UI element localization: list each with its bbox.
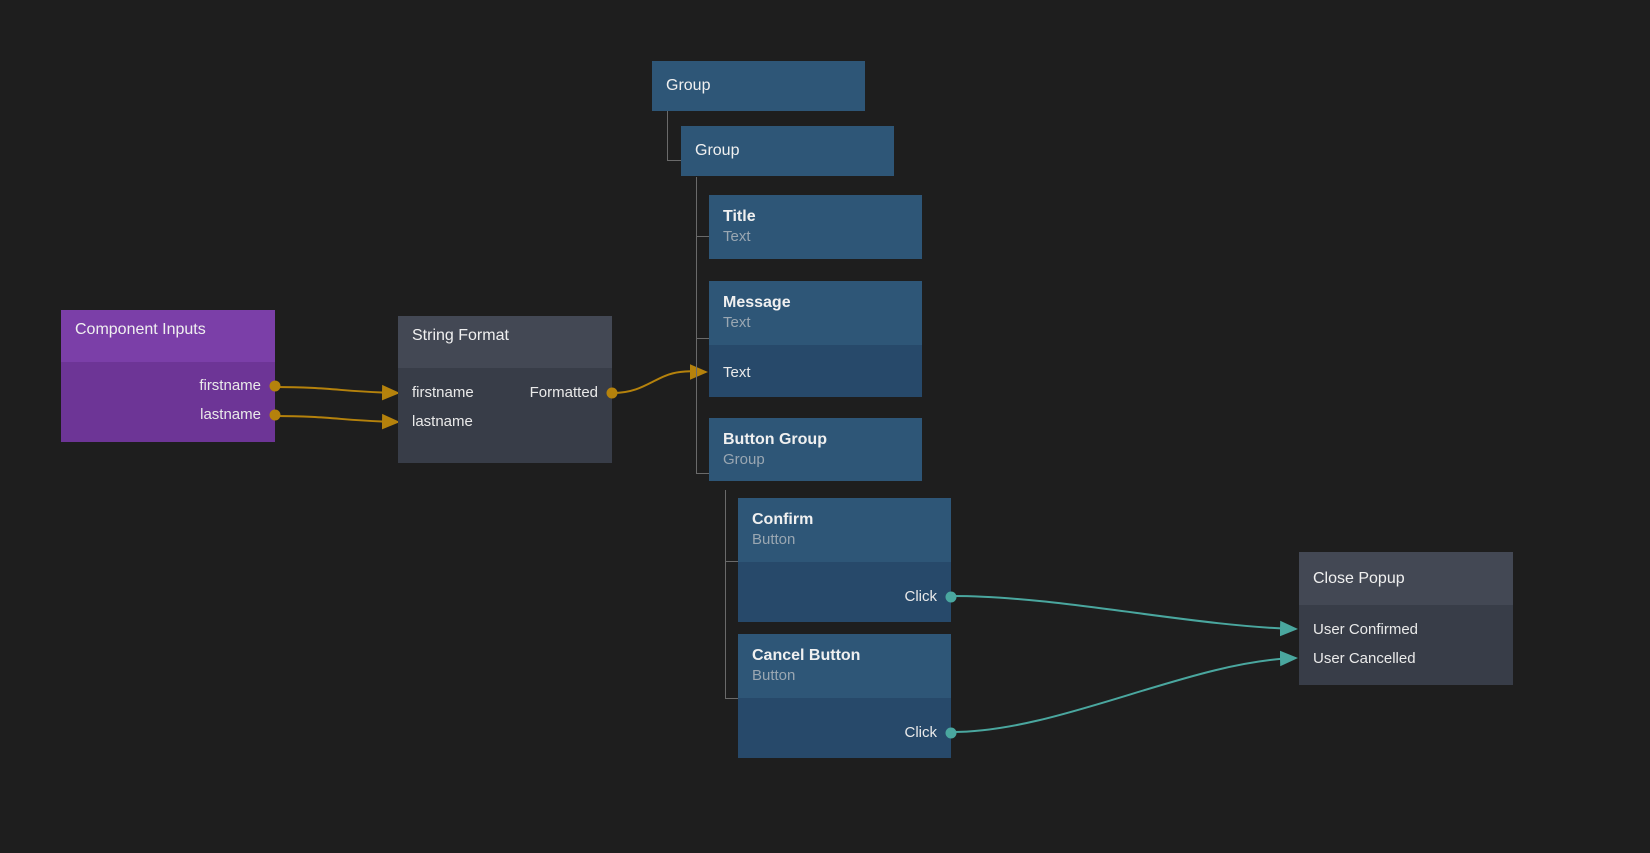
node-subtitle: Button [752,531,796,548]
tree-line-buttongroup-tick-confirm [725,561,738,562]
node-cancel-button[interactable]: Cancel Button Button Click [738,634,957,758]
node-title: Component Inputs [75,321,206,338]
node-header: Button Group Group [709,418,922,481]
input-port-text[interactable]: Text [709,358,922,387]
port-dot-cancel-click[interactable] [945,727,957,738]
tree-line-buttongroup-vertical [725,490,726,698]
port-row-firstname[interactable]: firstname Formatted [398,378,618,407]
input-port-label: Text [723,364,751,381]
tree-line-buttongroup-tick-cancel [725,698,738,699]
output-port-click[interactable]: Click [738,582,957,611]
node-header: Group [652,61,865,111]
node-title: Confirm [752,511,814,528]
output-port-lastname[interactable]: lastname [61,400,281,429]
input-port-user-confirmed[interactable]: User Confirmed [1299,615,1513,644]
tree-line-root-elbow [667,160,681,161]
node-body: firstname Formatted lastname [398,368,618,463]
node-header: String Format [398,316,612,368]
input-port-user-cancelled[interactable]: User Cancelled [1299,644,1513,673]
node-header: Title Text [709,195,922,259]
port-dot-lastname[interactable] [269,409,281,420]
tree-line-group-tick-button-group [696,473,709,474]
edge-cancel-click [951,650,1298,733]
node-header: Message Text [709,281,922,345]
tree-line-group-vertical [696,177,697,473]
node-body: Click [738,562,957,622]
tree-line-root-vertical [667,111,668,160]
output-port-firstname[interactable]: firstname [61,371,281,400]
input-port-label: User Cancelled [1313,650,1416,667]
tree-line-group-tick-message [696,338,709,339]
node-header: Cancel Button Button [738,634,951,698]
node-subtitle: Group [723,451,765,468]
node-group-root[interactable]: Group [652,61,865,111]
port-dot-firstname[interactable] [269,380,281,391]
node-body: firstname lastname [61,362,281,442]
node-string-format[interactable]: String Format firstname Formatted lastna… [398,316,618,463]
output-port-label: lastname [200,406,261,423]
node-group-child[interactable]: Group [681,126,894,176]
node-component-inputs[interactable]: Component Inputs firstname lastname [61,310,281,442]
output-port-label: Formatted [529,384,598,401]
edge-confirm-click [951,595,1298,637]
node-title: Group [666,77,711,94]
output-port-label: Click [904,724,938,741]
node-button-group[interactable]: Button Group Group [709,418,922,481]
node-subtitle: Text [723,314,751,331]
edge-formatted-text [612,364,708,394]
node-subtitle: Text [723,228,751,245]
input-port-label: lastname [412,413,473,430]
edge-lastname [274,413,400,430]
node-close-popup[interactable]: Close Popup User Confirmed User Cancelle… [1299,552,1513,685]
node-header: Component Inputs [61,310,275,362]
node-title: Title [723,208,756,225]
output-port-label: firstname [199,377,261,394]
input-port-label: firstname [412,384,474,401]
tree-line-group-tick-title [696,236,709,237]
node-header: Confirm Button [738,498,951,562]
node-header: Group [681,126,894,176]
port-row-lastname[interactable]: lastname [398,407,612,436]
port-dot-formatted[interactable] [606,387,618,398]
input-port-label: User Confirmed [1313,621,1419,638]
node-body: Text [709,345,922,397]
edge-firstname [274,384,400,401]
output-port-click[interactable]: Click [738,718,957,747]
node-message-element[interactable]: Message Text Text [709,281,922,397]
node-subtitle: Button [752,667,796,684]
node-title: Button Group [723,431,827,448]
node-title: Message [723,294,791,311]
port-dot-confirm-click[interactable] [945,591,957,602]
node-title: String Format [412,327,509,344]
node-title: Close Popup [1313,569,1405,587]
node-body: User Confirmed User Cancelled [1299,605,1513,685]
node-body: Click [738,698,957,758]
node-title: Cancel Button [752,647,861,664]
node-title: Group [695,142,740,159]
output-port-label: Click [904,588,938,605]
node-header: Close Popup [1299,552,1513,605]
node-confirm-button[interactable]: Confirm Button Click [738,498,957,622]
node-title-element[interactable]: Title Text [709,195,922,259]
